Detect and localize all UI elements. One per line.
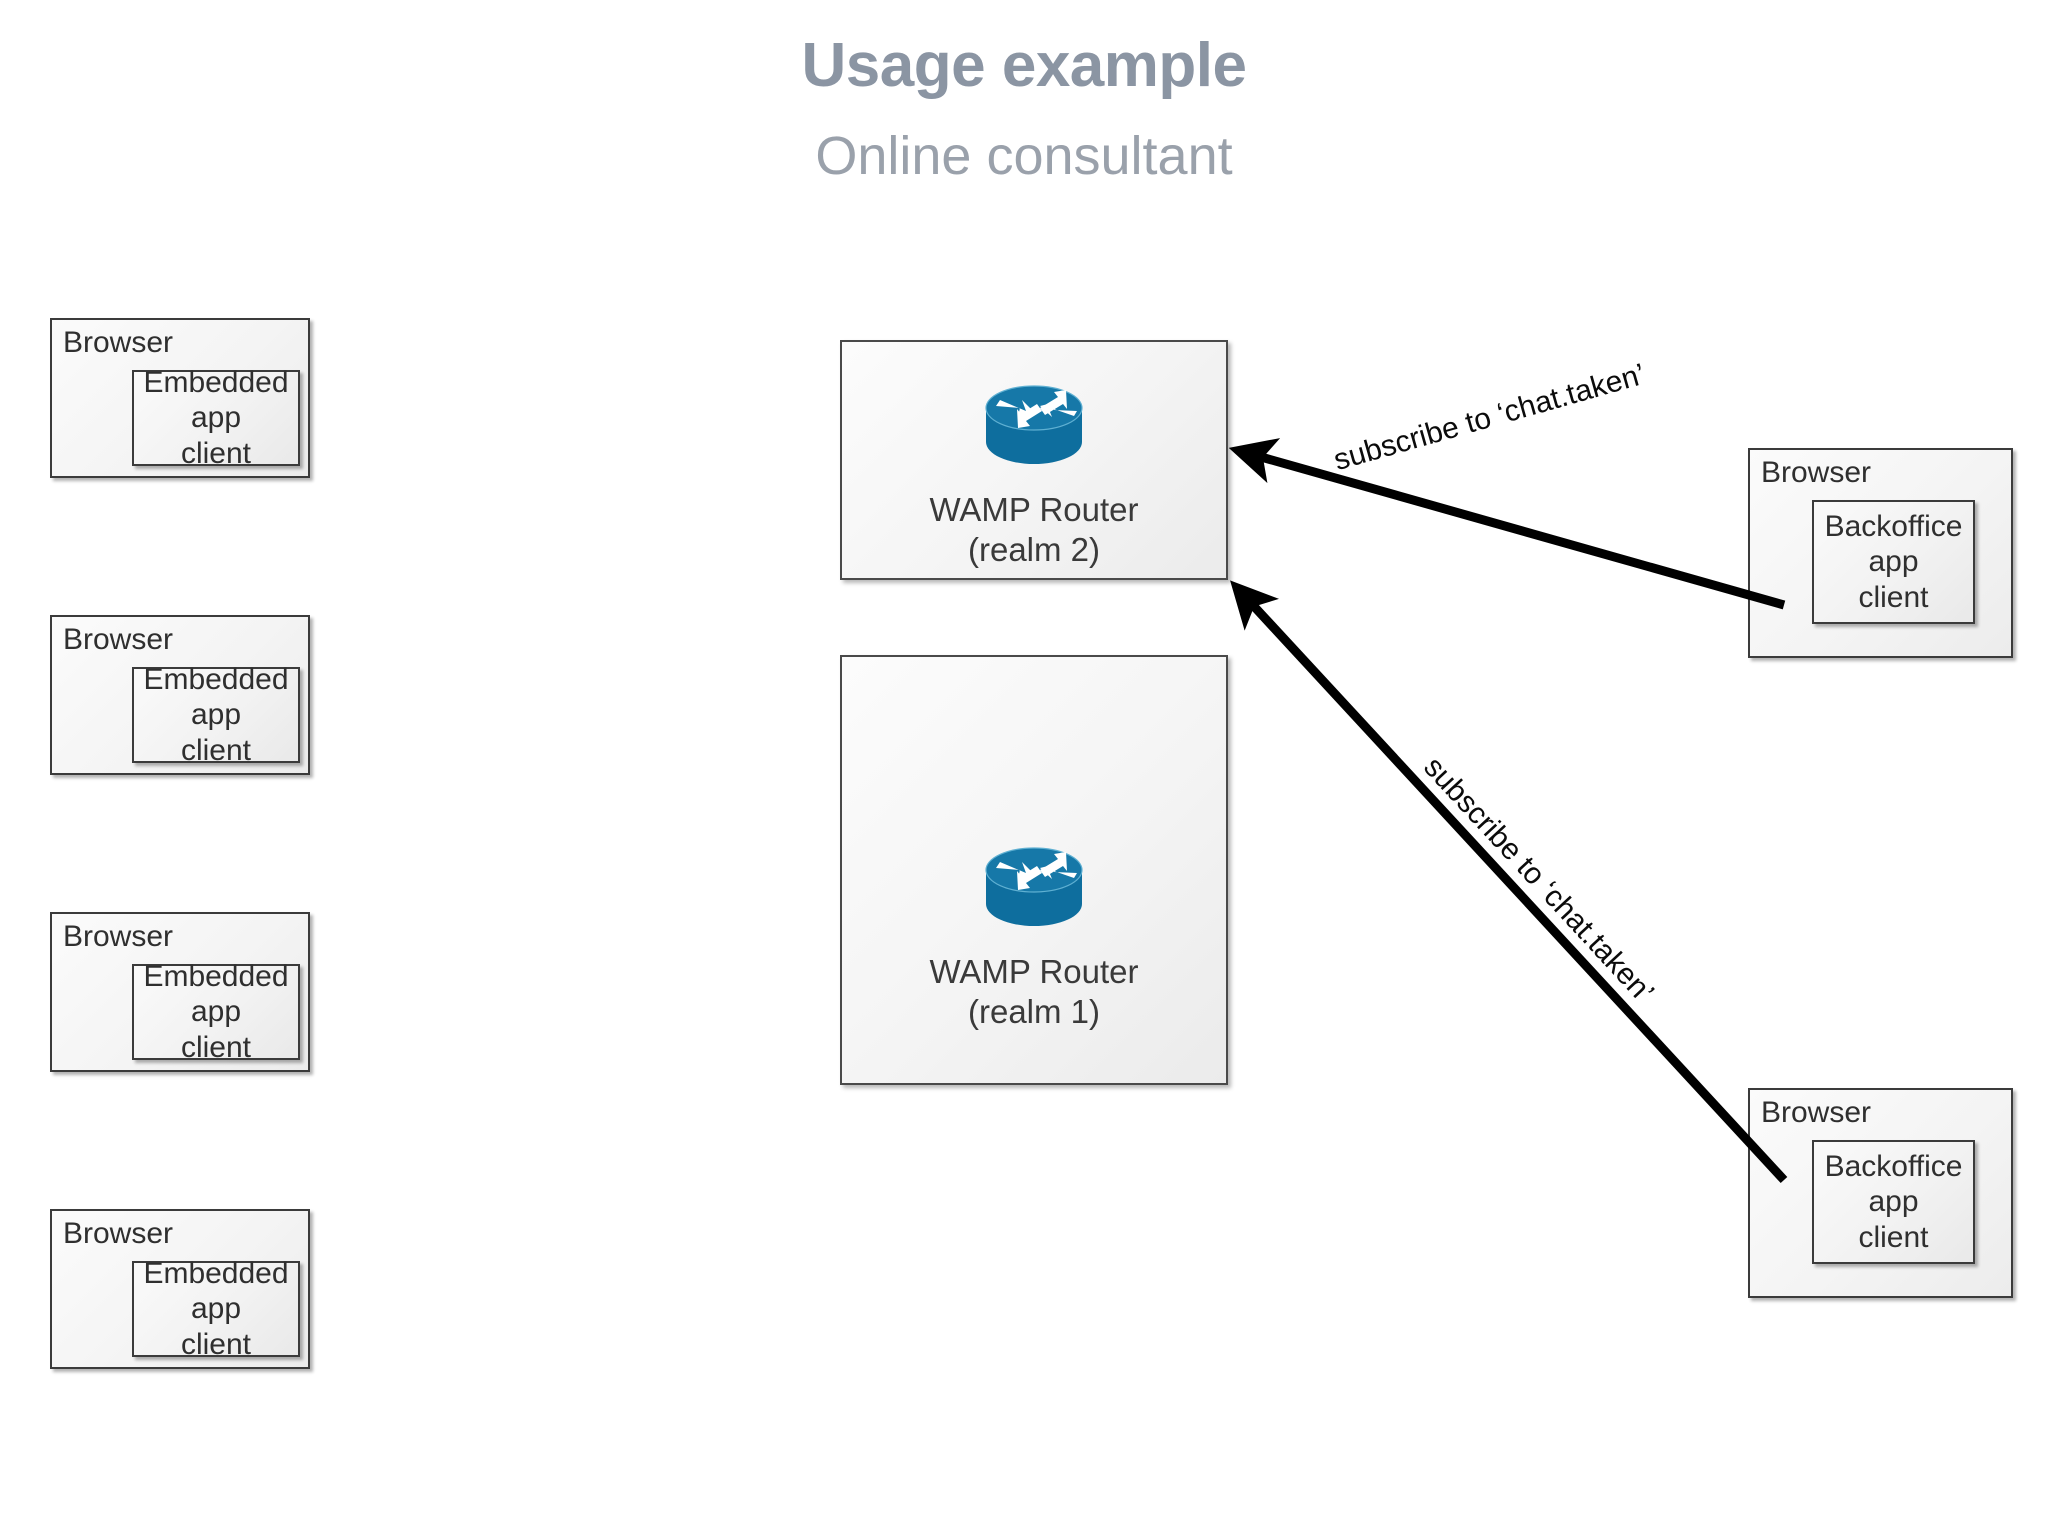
- router-icon: [985, 385, 1083, 464]
- edge-label-subscribe-1: subscribe to ‘chat.taken’: [1330, 357, 1649, 478]
- client-line-3: client: [1858, 580, 1929, 614]
- client-line-1: Backoffice: [1824, 1149, 1963, 1183]
- client-line-1: Embedded: [143, 959, 289, 993]
- client-line-1: Embedded: [143, 365, 289, 399]
- router-caption-realm-2: WAMP Router (realm 2): [842, 490, 1226, 571]
- browser-title-label: Browser: [63, 326, 174, 359]
- client-line-3: client: [1858, 1220, 1929, 1254]
- client-line-3: client: [180, 436, 252, 470]
- router-icon-container: [842, 370, 1226, 474]
- embedded-app-client-1[interactable]: Embedded app client: [132, 366, 300, 470]
- client-line-3: client: [180, 733, 252, 767]
- client-line-2: app: [190, 995, 242, 1029]
- client-line-3: client: [180, 1030, 252, 1064]
- client-line-3: client: [180, 1327, 252, 1361]
- router-realm: (realm 2): [967, 531, 1101, 569]
- browser-window-2[interactable]: Browser Embedded app client: [50, 615, 310, 775]
- browser-title-label: Browser: [63, 920, 174, 953]
- client-line-1: Embedded: [143, 1256, 289, 1290]
- browser-window-1[interactable]: Browser Embedded app client: [50, 318, 310, 478]
- browser-window-backoffice-1[interactable]: Browser Backoffice app client: [1748, 448, 2013, 658]
- connector-subscribe-2: [1230, 580, 1788, 1184]
- client-line-2: app: [190, 401, 242, 435]
- router-realm: (realm 1): [967, 993, 1101, 1031]
- browser-title-label: Browser: [63, 623, 174, 656]
- browser-window-3[interactable]: Browser Embedded app client: [50, 912, 310, 1072]
- wamp-router-realm-2[interactable]: WAMP Router (realm 2): [840, 340, 1228, 580]
- router-name: WAMP Router: [929, 491, 1139, 528]
- connector-subscribe-1: [1228, 438, 1786, 610]
- router-name: WAMP Router: [929, 953, 1139, 990]
- edge-label-subscribe-2: subscribe to ‘chat.taken’: [1417, 750, 1661, 1010]
- router-icon: [985, 847, 1083, 926]
- client-line-2: app: [1868, 545, 1919, 579]
- embedded-app-client-4[interactable]: Embedded app client: [132, 1257, 300, 1361]
- page-subtitle: Online consultant: [815, 126, 1233, 186]
- backoffice-app-client-1[interactable]: Backoffice app client: [1812, 500, 1975, 624]
- page-title: Usage example: [801, 31, 1247, 100]
- backoffice-app-client-2[interactable]: Backoffice app client: [1812, 1140, 1975, 1264]
- browser-title-label: Browser: [1761, 456, 1872, 489]
- client-line-2: app: [190, 1292, 242, 1326]
- wamp-router-realm-1[interactable]: WAMP Router (realm 1): [840, 655, 1228, 1085]
- client-line-1: Backoffice: [1824, 509, 1963, 543]
- client-line-2: app: [1868, 1185, 1919, 1219]
- browser-title-label: Browser: [63, 1217, 174, 1250]
- router-icon-container: [842, 832, 1226, 936]
- client-line-2: app: [190, 698, 242, 732]
- embedded-app-client-3[interactable]: Embedded app client: [132, 960, 300, 1064]
- browser-title-label: Browser: [1761, 1096, 1872, 1129]
- client-line-1: Embedded: [143, 662, 289, 696]
- router-caption-realm-1: WAMP Router (realm 1): [842, 952, 1226, 1033]
- embedded-app-client-2[interactable]: Embedded app client: [132, 663, 300, 767]
- browser-window-backoffice-2[interactable]: Browser Backoffice app client: [1748, 1088, 2013, 1298]
- browser-window-4[interactable]: Browser Embedded app client: [50, 1209, 310, 1369]
